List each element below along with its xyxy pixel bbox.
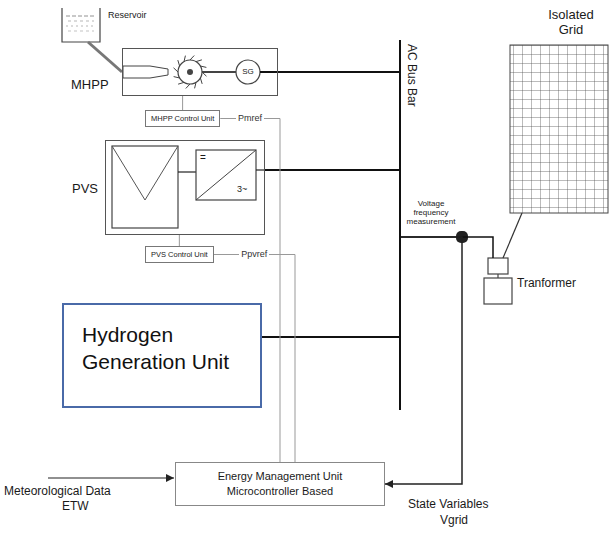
power-line (265, 169, 400, 171)
grid-label: Isolated Grid (536, 6, 606, 38)
grid-block: Isolated Grid (506, 6, 610, 213)
turbine-blade (196, 60, 202, 62)
inverter-symbol (196, 150, 265, 200)
ac-symbol: 3~ (237, 184, 247, 194)
turbine-blade (174, 77, 180, 78)
turbine-blade (200, 78, 202, 84)
hydro-turbine (123, 60, 236, 84)
control-unit: PVS Control Unit (145, 246, 214, 263)
transformer-symbol (484, 258, 512, 304)
bus-label: AC Bus Bar (405, 44, 419, 107)
controller-box: Energy Management Unit Microcontroller B… (175, 462, 385, 506)
turbine-blade (190, 56, 194, 60)
turbine-blade (174, 68, 178, 72)
input-label: ETW (62, 500, 89, 514)
power-line (400, 237, 493, 258)
signal-label: Ppvref (239, 250, 269, 260)
grid-mesh (510, 45, 608, 213)
turbine-blade (202, 72, 206, 76)
signal-label: Vgrid (440, 514, 468, 528)
pvs-box: PVS (105, 140, 265, 235)
penstock (88, 42, 122, 72)
control-unit: MHPP Control Unit (145, 110, 220, 127)
measurement-label: Voltage frequency measurement (404, 199, 458, 227)
bus-bar: AC Bus Bar (399, 40, 419, 410)
power-line (278, 71, 400, 73)
reservoir-tank (62, 8, 100, 42)
turbine-blade (186, 84, 190, 88)
reservoir-label: Reservoir (58, 4, 168, 20)
controller-label: Energy Management Unit Microcontroller B… (186, 469, 374, 499)
input-arrow (48, 477, 174, 478)
pvs-label: PVS (72, 181, 98, 196)
turbine-blade (184, 56, 185, 62)
synchronous-generator (236, 60, 278, 84)
control-unit-label: MHPP Control Unit (151, 114, 214, 123)
reservoir: Reservoir (58, 4, 168, 42)
measurement-line (385, 237, 462, 484)
reference-signal (220, 119, 280, 463)
control-link (179, 235, 180, 246)
turbine-blade (195, 82, 196, 88)
mhpp-label: MHPP (71, 77, 109, 92)
turbine-blade (178, 82, 184, 84)
process-label: Hydrogen Generation Unit (82, 321, 246, 376)
turbine-blade (178, 60, 180, 66)
signal-label: State Variables (408, 498, 489, 512)
transformer-label: Tranformer (483, 258, 603, 290)
turbine-blade (200, 66, 206, 67)
process-box: Hydrogen Generation Unit (62, 303, 262, 408)
control-link (182, 96, 183, 110)
signal-label: Pmref (236, 114, 264, 124)
turbine-blades (174, 56, 207, 89)
control-unit-label: PVS Control Unit (151, 250, 208, 259)
transformer: Tranformer (483, 258, 603, 306)
grid-feeder (503, 213, 522, 258)
generator-label: SG (240, 67, 256, 76)
pv-panel (112, 146, 196, 228)
power-line (262, 336, 400, 338)
mhpp-box: MHPP (122, 48, 278, 96)
dc-symbol: = (200, 152, 206, 164)
input-label: Meteorological Data (4, 485, 111, 499)
